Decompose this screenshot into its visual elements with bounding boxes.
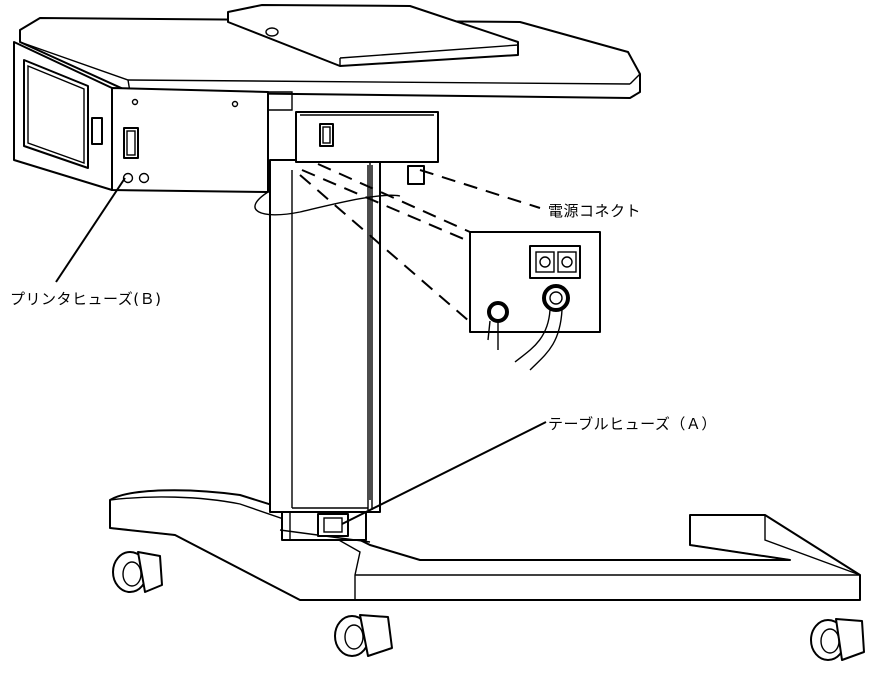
printer-fuse-leader — [55, 177, 126, 283]
caster-right — [810, 618, 865, 661]
power-connector-label: 電源コネクト — [548, 202, 642, 220]
caster-left — [112, 551, 163, 593]
table-top — [19, 4, 641, 99]
table-fuse-leader — [341, 421, 547, 525]
caster-front — [334, 614, 393, 657]
switch-box — [295, 111, 439, 500]
dashed-callout — [299, 163, 541, 323]
column — [269, 159, 381, 513]
printer-fuse-label: プリンタヒューズ(Ｂ) — [10, 290, 162, 308]
table-fuse-label: テーブルヒューズ（Ａ） — [548, 415, 717, 433]
table-base — [109, 489, 861, 601]
power-connector-panel — [469, 231, 601, 371]
printer-housing — [13, 41, 293, 193]
